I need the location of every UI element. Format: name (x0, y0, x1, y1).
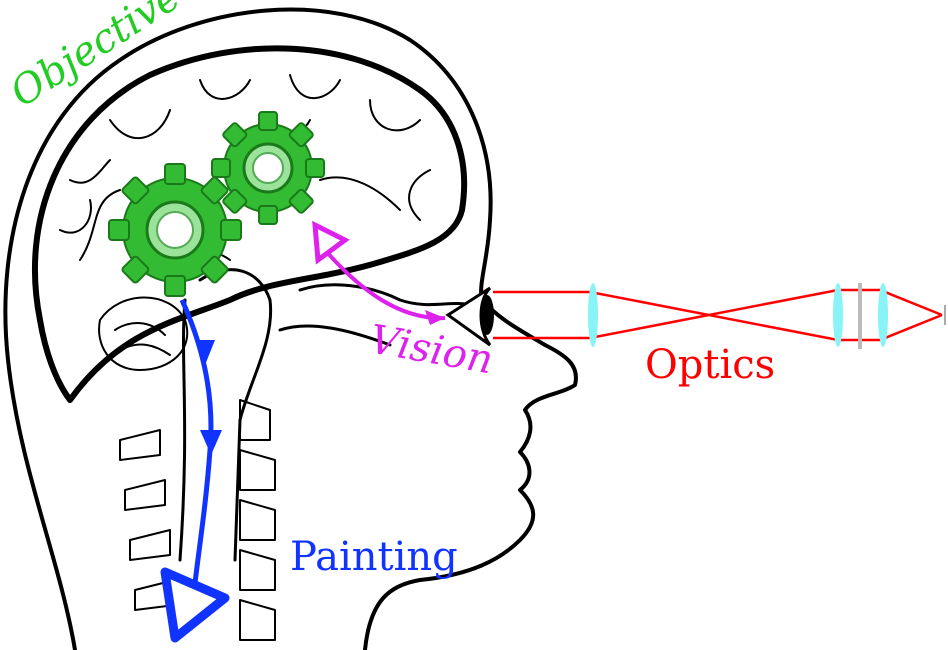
painting-label: Painting (290, 534, 458, 580)
lens-3 (878, 283, 888, 347)
image-plane (944, 305, 946, 325)
eye-icon (445, 286, 494, 347)
lens-2 (833, 283, 843, 347)
nasal-cavity (278, 283, 472, 347)
cerebellum (98, 296, 189, 371)
objective-label: Objective (2, 0, 188, 116)
lens-1 (588, 283, 598, 347)
brainstem (178, 268, 273, 562)
painting-arrow (160, 298, 230, 643)
optics-label: Optics (645, 342, 775, 388)
gear-icon (108, 163, 242, 297)
light-rays (493, 288, 943, 342)
aperture-stop (858, 283, 862, 349)
vision-arrow (312, 220, 446, 325)
gear-icon (211, 111, 325, 225)
skull-inner (31, 45, 468, 403)
optics-ray-diagram (493, 283, 946, 349)
